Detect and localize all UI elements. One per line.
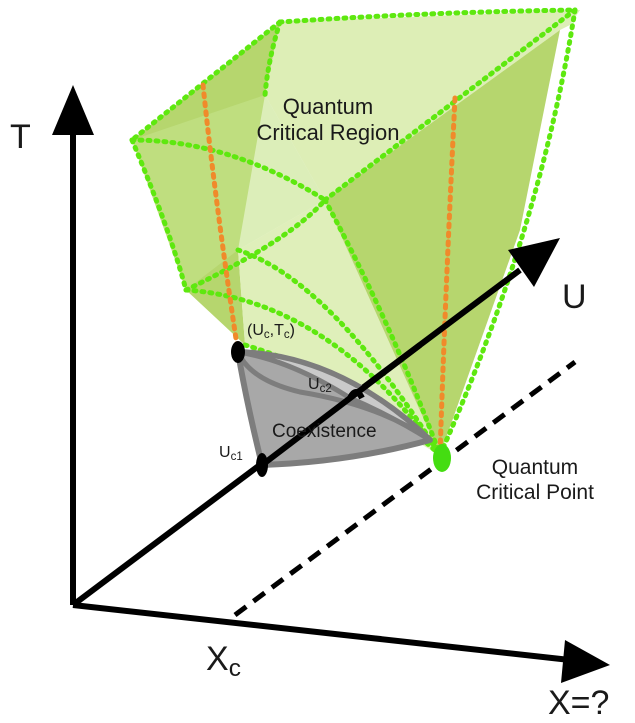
region-edge-center <box>322 197 443 458</box>
region-edge-left <box>129 137 189 293</box>
uc2-label: Uc2 <box>308 377 332 395</box>
u-axis-through <box>260 342 422 468</box>
x-axis-arrowhead <box>561 640 610 683</box>
uc2-sub: c2 <box>319 382 332 395</box>
uc1-sub: c1 <box>230 450 243 463</box>
region-back-face <box>265 10 580 200</box>
uc1-main: U <box>219 444 231 461</box>
coexistence-label: Coexistence <box>272 421 377 442</box>
crit-mid: ,T <box>269 322 284 339</box>
uc1-label: Uc1 <box>219 445 243 463</box>
region-edge-back-left <box>262 19 283 98</box>
xc-label-sub: c <box>228 655 241 683</box>
crit-sub1: c <box>263 328 270 341</box>
t-axis-label: T <box>10 118 31 156</box>
quantum-critical-point-label: Quantum Critical Point <box>455 455 615 505</box>
quantum-critical-region <box>129 7 580 458</box>
region-edge-front <box>235 247 443 458</box>
region-edge-lower <box>183 287 443 458</box>
critical-point-label: (Uc,Tc) <box>247 323 295 341</box>
critical-point-marker <box>231 341 245 363</box>
xc-label-main: X <box>206 640 229 678</box>
xc-label: Xc <box>206 642 241 682</box>
region-edge-diag <box>322 7 578 203</box>
region-label-line1: Quantum <box>282 94 374 119</box>
coexistence-inner-curve <box>235 350 432 443</box>
region-edge-mid <box>129 137 328 203</box>
t-axis-arrowhead <box>52 85 94 135</box>
u-axis-label: U <box>562 278 587 316</box>
region-edge-top <box>277 7 578 25</box>
orange-line-right <box>437 95 458 458</box>
crit-close: ) <box>289 322 295 339</box>
x-axis-label: X=? <box>548 684 610 722</box>
region-label-line2: Critical Region <box>256 120 400 146</box>
qcp-label-line2: Critical Point <box>476 481 594 505</box>
uc1-marker <box>256 453 268 477</box>
uc2-main: U <box>308 376 320 393</box>
region-right-face <box>325 30 560 455</box>
region-edge-left-top <box>129 19 283 143</box>
crit-sub2: c <box>283 328 290 341</box>
quantum-critical-region-label: Quantum Critical Region <box>228 94 428 147</box>
crit-open: (U <box>247 322 264 339</box>
x-axis <box>72 602 571 663</box>
u-axis-arrowhead <box>508 238 560 287</box>
quantum-critical-point-marker <box>433 444 451 472</box>
orange-line-left <box>200 82 241 355</box>
region-edge-inner <box>183 197 328 293</box>
qcp-label-line1: Quantum <box>491 456 579 479</box>
xc-dashed-line <box>233 359 577 618</box>
uc2-marker <box>347 389 365 400</box>
region-edge-right <box>437 7 578 458</box>
